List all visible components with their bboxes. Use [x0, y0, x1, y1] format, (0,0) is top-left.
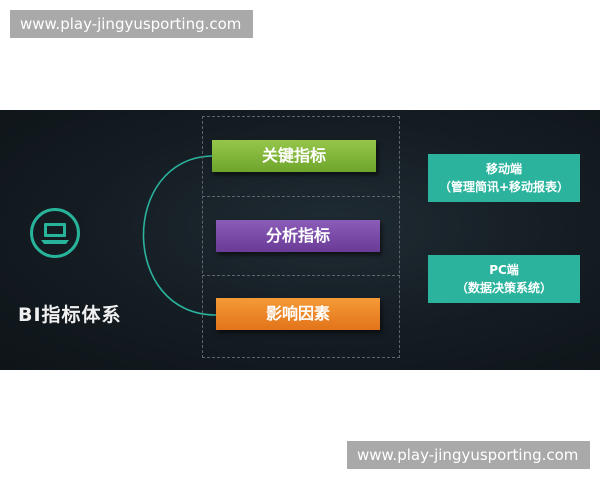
connector-arc: [142, 155, 217, 316]
metric-influence-factors: 影响因素: [216, 298, 380, 330]
metrics-dashed-frame: [202, 116, 400, 358]
dashed-divider: [202, 275, 400, 276]
target-pc-detail: （数据决策系统）: [455, 281, 552, 295]
metric-analysis-indicators: 分析指标: [216, 220, 380, 252]
target-mobile-title: 移动端: [485, 162, 522, 176]
watermark-url-top: www.play-jingyusporting.com: [10, 10, 253, 38]
target-pc-box: PC端 （数据决策系统）: [428, 255, 580, 303]
target-pc-title: PC端: [489, 263, 519, 277]
diagram-title: BI指标体系: [18, 304, 122, 326]
target-mobile-detail: （管理简讯+移动报表）: [438, 180, 570, 194]
target-mobile-box: 移动端 （管理简讯+移动报表）: [428, 154, 580, 202]
bi-diagram-panel: BI指标体系 关键指标 分析指标 影响因素 移动端 （管理简讯+移动报表） PC…: [0, 110, 600, 370]
dashed-divider: [202, 196, 400, 197]
watermark-url-bottom: www.play-jingyusporting.com: [347, 441, 590, 469]
metric-key-indicators: 关键指标: [212, 140, 376, 172]
laptop-icon: [30, 208, 80, 258]
